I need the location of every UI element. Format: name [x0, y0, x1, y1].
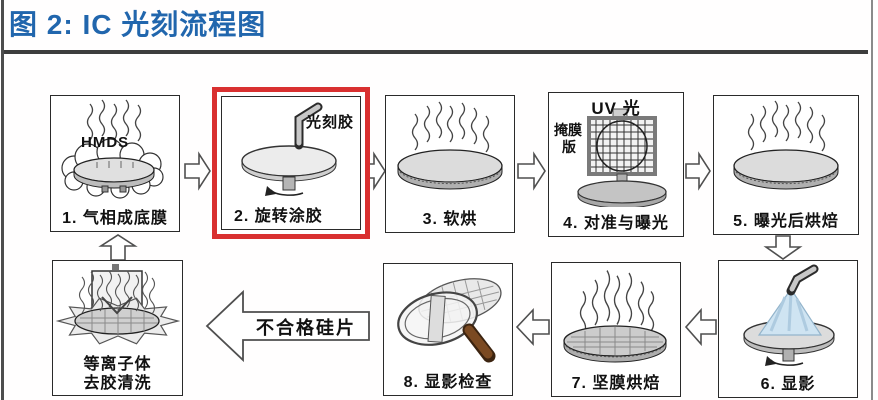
step-7-illustration: [563, 269, 667, 363]
step-4-label: 4. 对准与曝光: [563, 214, 669, 232]
arrow-step7-step8: [515, 307, 550, 347]
step-9-label-line2: 去胶清洗: [83, 374, 152, 392]
step-5-box: 5. 曝光后烘焙: [713, 95, 859, 235]
step-8-label: 8. 显影检查: [403, 373, 493, 391]
step-5-illustration: [733, 100, 839, 190]
step-1-label: 1. 气相成底膜: [62, 209, 168, 227]
reject-arrow-shape: [205, 289, 370, 363]
step-9-illustration: [55, 264, 180, 345]
step-6-label: 6. 显影: [760, 375, 816, 393]
step-3-illustration: [397, 101, 503, 190]
arrow-step5-step6: [763, 235, 803, 260]
step-6-box: 6. 显影: [718, 260, 858, 398]
arrow-step4-step5: [685, 151, 711, 191]
arrow-step3-step4: [517, 151, 546, 191]
arrow-step6-step7: [684, 307, 717, 347]
uv-light-annotation: UV 光: [591, 99, 641, 118]
highlight-frame: 光刻胶 2. 旋转涂胶: [212, 87, 370, 239]
page-right-border: [871, 0, 873, 400]
arrow-step9-step1: [98, 234, 138, 261]
mask-annotation-line2: 版: [562, 139, 576, 155]
step-6-illustration: [743, 264, 835, 366]
reject-arrow-label: 不合格硅片: [256, 318, 356, 338]
mask-annotation-line1: 掩膜: [554, 122, 582, 138]
step-2-illustration: [241, 102, 337, 196]
page-left-border: [1, 0, 4, 400]
step-2-box: 光刻胶 2. 旋转涂胶: [221, 96, 361, 230]
photoresist-annotation: 光刻胶: [305, 114, 354, 131]
step-5-label: 5. 曝光后烘焙: [733, 212, 839, 230]
step-7-label: 7. 坚膜烘焙: [571, 374, 661, 392]
step-8-box: 8. 显影检查: [383, 263, 513, 396]
step-4-box: UV 光 掩膜 版 4. 对准与曝光: [548, 92, 684, 237]
title-underline: [4, 50, 868, 54]
step-1-illustration: [61, 99, 164, 199]
step-9-box: 等离子体 去胶清洗: [52, 260, 183, 396]
step-8-illustration: [397, 278, 502, 363]
reject-arrow: 不合格硅片: [203, 286, 371, 366]
figure-title: 图 2: IC 光刻流程图: [9, 9, 267, 40]
hmds-annotation: HMDS: [81, 134, 130, 151]
step-9-label-line1: 等离子体: [83, 355, 152, 373]
step-1-box: HMDS 1. 气相成底膜: [50, 95, 180, 232]
step-4-illustration: [577, 108, 667, 207]
step-9-label: 等离子体 去胶清洗: [53, 355, 182, 393]
step-2-label: 2. 旋转涂胶: [234, 207, 323, 225]
step-3-label: 3. 软烘: [422, 210, 478, 228]
step-7-box: 7. 坚膜烘焙: [551, 262, 681, 397]
arrow-step1-step2: [184, 151, 211, 191]
step-3-box: 3. 软烘: [385, 95, 515, 233]
